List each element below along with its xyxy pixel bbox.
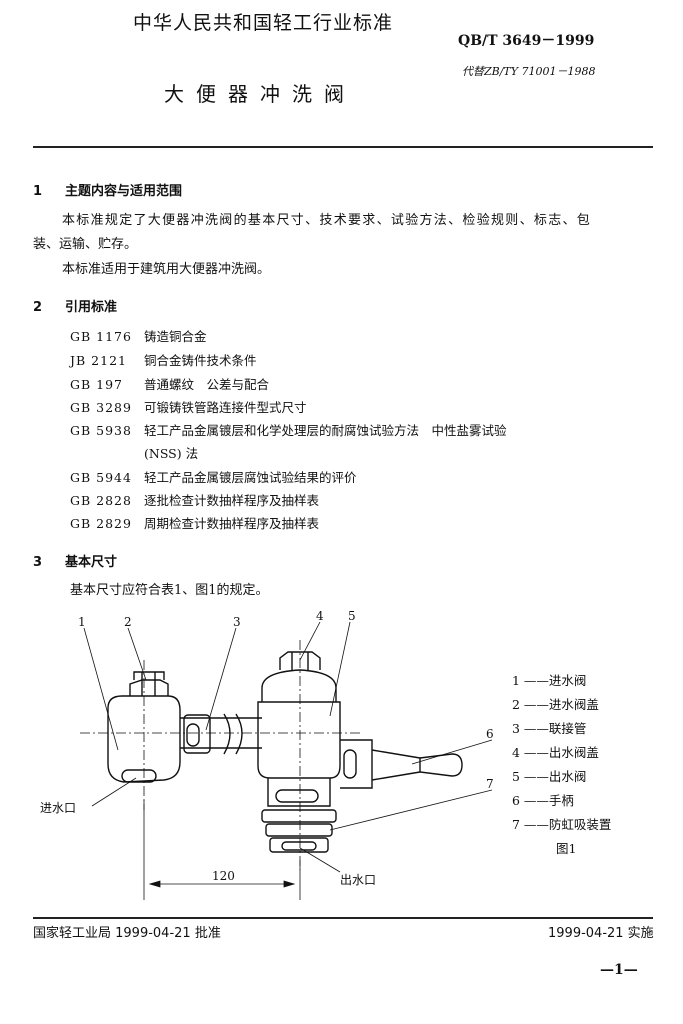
section-1-para-1-cont: 装、运输、贮存。 [33, 237, 138, 252]
outlet-valve-body [257, 701, 341, 779]
replaces-standard: 代替ZB/TY 71001－1988 [462, 65, 596, 78]
section-2-heading: 2 引用标准 [33, 296, 117, 315]
reference-row: GB 2829 周期检查计数抽样程序及抽样表 [70, 513, 319, 532]
reference-title: 铜合金铸件技术条件 [144, 353, 257, 368]
reference-code: GB 2828 [70, 493, 132, 508]
reference-code: GB 5944 [70, 470, 132, 485]
inlet-valve-cap [129, 679, 169, 696]
document-title: 大便器冲洗阀 [164, 82, 356, 106]
section-3-para-1: 基本尺寸应符合表1、图1的规定。 [70, 583, 269, 598]
callout-2: 2 [124, 615, 132, 629]
legend-item: 5 ——出水阀 [512, 769, 587, 784]
reference-title: 铸造铜合金 [144, 329, 207, 344]
callout-7: 7 [486, 777, 494, 791]
outlet-valve-cap [261, 669, 337, 702]
section-title: 基本尺寸 [65, 555, 118, 570]
section-1-heading: 1 主题内容与适用范围 [33, 180, 182, 199]
callout-1: 1 [78, 615, 86, 629]
callout-5: 5 [348, 609, 356, 623]
figure-caption: 图1 [556, 841, 577, 856]
approval-note: 国家轻工业局 1999-04-21 批准 [33, 926, 221, 941]
inlet-label: 进水口 [40, 801, 76, 815]
reference-row: GB 3289 可锻铸铁管路连接件型式尺寸 [70, 397, 307, 416]
section-3-heading: 3 基本尺寸 [33, 551, 117, 570]
reference-code: GB 1176 [70, 329, 132, 344]
footer-rule [33, 917, 653, 919]
reference-title: 轻工产品金属镀层和化学处理层的耐腐蚀试验方法 中性盐雾试验 [144, 423, 507, 438]
section-1-para-2: 本标准适用于建筑用大便器冲洗阀。 [62, 262, 271, 277]
reference-title: 逐批检查计数抽样程序及抽样表 [144, 493, 320, 508]
header-rule [33, 146, 653, 148]
pipe-coupling-right [223, 713, 243, 755]
pipe-coupling-left [183, 714, 211, 754]
reference-code: GB 2829 [70, 516, 132, 531]
inlet-slot [121, 769, 157, 783]
outlet-neck [267, 778, 331, 807]
legend-item: 1 ——进水阀 [512, 673, 587, 688]
reference-code: JB 2121 [70, 353, 127, 368]
reference-code: GB 3289 [70, 400, 132, 415]
reference-title: 轻工产品金属镀层腐蚀试验结果的评价 [144, 470, 357, 485]
standard-number: QB/T 3649－1999 [458, 33, 595, 49]
page-number: —1— [600, 962, 638, 978]
legend-item: 6 ——手柄 [512, 793, 574, 808]
section-title: 主题内容与适用范围 [65, 184, 183, 199]
reference-row: GB 1176 铸造铜合金 [70, 326, 207, 345]
implementation-date: 1999-04-21 实施 [548, 926, 654, 941]
issuing-body-title: 中华人民共和国轻工行业标准 [133, 12, 394, 34]
reference-row: GB 197 普通螺纹 公差与配合 [70, 374, 269, 393]
reference-title: 周期检查计数抽样程序及抽样表 [144, 516, 320, 531]
reference-row: GB 5938 轻工产品金属镀层和化学处理层的耐腐蚀试验方法 中性盐雾试验 [70, 420, 507, 439]
section-1-para-1: 本标准规定了大便器冲洗阀的基本尺寸、技术要求、试验方法、检验规则、标志、包 [62, 213, 592, 228]
section-title: 引用标准 [65, 300, 118, 315]
connecting-pipe [180, 717, 262, 749]
anti-siphon-ring-2 [265, 823, 333, 837]
flush-valve-drawing: 1 2 3 4 5 6 7 进水口 出水口 120 [40, 609, 494, 900]
handle-housing [340, 739, 373, 789]
section-number: 1 [33, 184, 43, 199]
callout-3: 3 [233, 615, 241, 629]
reference-title: (NSS) 法 [144, 446, 199, 461]
reference-row: GB 2828 逐批检查计数抽样程序及抽样表 [70, 490, 319, 509]
legend-item: 7 ——防虹吸装置 [512, 817, 612, 832]
inlet-valve-body [107, 695, 181, 783]
section-number: 2 [33, 300, 43, 315]
reference-code: GB 197 [70, 377, 124, 392]
anti-siphon-ring-1 [261, 809, 337, 823]
reference-title: 普通螺纹 公差与配合 [144, 377, 270, 392]
reference-row: JB 2121 铜合金铸件技术条件 [70, 350, 257, 369]
callout-6: 6 [486, 727, 494, 741]
reference-row: (NSS) 法 [70, 443, 198, 462]
callout-4: 4 [316, 609, 324, 623]
reference-row: GB 5944 轻工产品金属镀层腐蚀试验结果的评价 [70, 467, 357, 486]
reference-title: 可锻铸铁管路连接件型式尺寸 [144, 400, 307, 415]
reference-code: GB 5938 [70, 423, 132, 438]
outlet-label: 出水口 [340, 873, 376, 887]
inlet-cap-top [133, 671, 165, 680]
handle-grip [419, 753, 463, 777]
legend-item: 3 ——联接管 [512, 721, 587, 736]
anti-siphon-ring-3 [269, 837, 329, 853]
legend-item: 2 ——进水阀盖 [512, 697, 599, 712]
section-number: 3 [33, 555, 43, 570]
handle-stem [371, 749, 421, 781]
outlet-cap-nut [279, 651, 321, 670]
legend-item: 4 ——出水阀盖 [512, 745, 599, 760]
dimension-120: 120 [212, 869, 235, 883]
